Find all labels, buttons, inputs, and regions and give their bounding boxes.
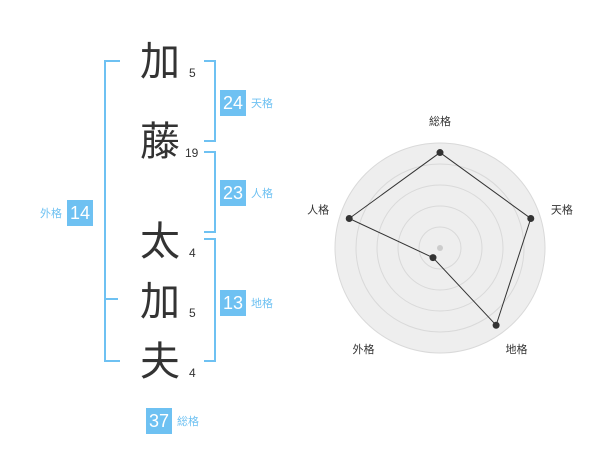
radar-axis-label-2: 天格 bbox=[551, 202, 573, 216]
name-char-3: 太 bbox=[140, 219, 180, 265]
radar-ring-4 bbox=[355, 163, 525, 333]
soukaku-badge: 37 総格 bbox=[146, 408, 199, 434]
gaikaku-badge: 外格 14 bbox=[40, 200, 94, 226]
name-char-4: 加 bbox=[140, 279, 180, 325]
name-char-1: 加 bbox=[140, 39, 180, 85]
jinkaku-badge: 23 人格 bbox=[220, 180, 273, 206]
radar-series-polygon bbox=[348, 151, 532, 327]
stroke-count-2: 19 bbox=[185, 146, 199, 160]
radar-ring-3 bbox=[376, 184, 504, 312]
radar-point-4 bbox=[429, 254, 437, 262]
chikaku-badge: 13 地格 bbox=[220, 290, 273, 316]
radar-point-3 bbox=[492, 321, 500, 329]
gaikaku-value: 14 bbox=[67, 200, 94, 226]
jinkaku-label: 人格 bbox=[251, 187, 274, 200]
radar-axis-label-1: 総格 bbox=[429, 114, 451, 128]
jinkaku-value: 23 bbox=[220, 180, 247, 206]
name-char-2: 藤 bbox=[140, 119, 180, 165]
chikaku-value: 13 bbox=[220, 290, 247, 316]
radar-center-dot bbox=[437, 245, 443, 251]
gaikaku-inner-tick bbox=[104, 298, 118, 300]
tenkaku-bracket bbox=[204, 60, 216, 142]
stroke-count-5: 4 bbox=[189, 366, 196, 380]
radar-axis-label-4: 外格 bbox=[353, 342, 375, 356]
tenkaku-badge: 24 天格 bbox=[220, 90, 273, 116]
radar-ring-2 bbox=[397, 205, 483, 291]
name-char-5: 夫 bbox=[140, 339, 180, 385]
tenkaku-value: 24 bbox=[220, 90, 247, 116]
radar-ring-1 bbox=[418, 226, 462, 270]
stroke-count-3: 4 bbox=[189, 246, 196, 260]
soukaku-value: 37 bbox=[146, 408, 173, 434]
radar-axis-label-5: 人格 bbox=[307, 202, 329, 216]
radar-point-5 bbox=[345, 215, 353, 223]
jinkaku-bracket bbox=[204, 151, 216, 233]
radar-axis-label-3: 地格 bbox=[505, 342, 527, 356]
chikaku-bracket bbox=[204, 238, 216, 362]
radar-point-2 bbox=[527, 215, 535, 223]
gaikaku-label: 外格 bbox=[40, 207, 62, 220]
chikaku-label: 地格 bbox=[251, 297, 274, 310]
stroke-count-1: 5 bbox=[189, 66, 196, 80]
tenkaku-label: 天格 bbox=[251, 97, 274, 110]
gaikaku-bracket bbox=[104, 60, 120, 362]
soukaku-label: 総格 bbox=[177, 415, 200, 428]
radar-point-1 bbox=[436, 149, 444, 157]
stroke-count-4: 5 bbox=[189, 306, 196, 320]
